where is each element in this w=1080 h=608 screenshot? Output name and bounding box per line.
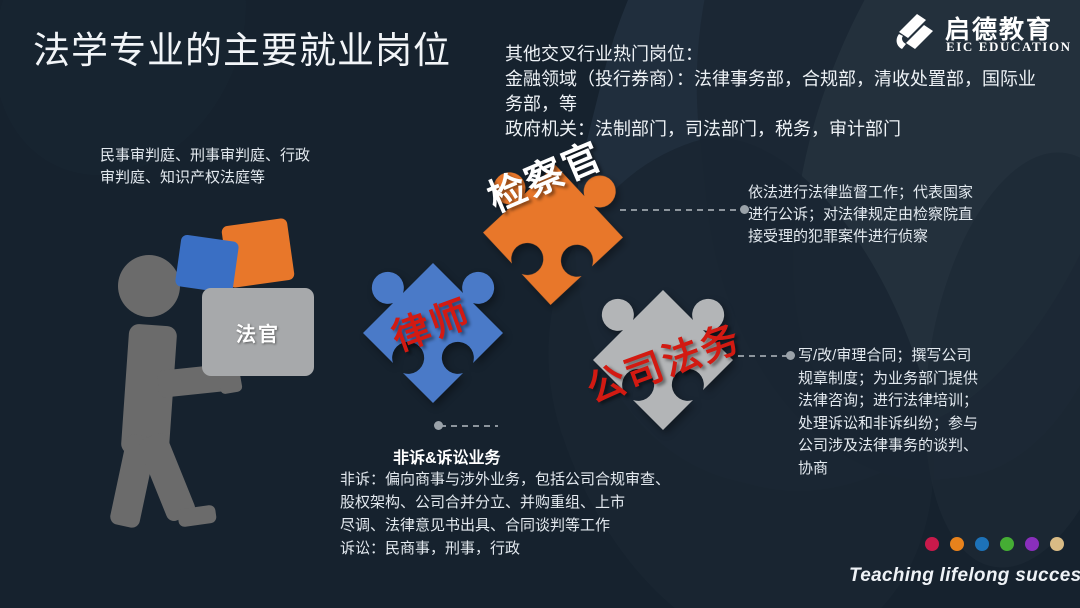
brand-logo: 启德教育 EIC EDUCATION bbox=[893, 10, 1073, 58]
footer-dot-5 bbox=[1025, 537, 1039, 551]
footer-dot-3 bbox=[975, 537, 989, 551]
connector-procurator bbox=[620, 205, 749, 214]
puzzle-shape-icon bbox=[363, 263, 503, 403]
litigation-heading: 非诉&诉讼业务 bbox=[393, 450, 501, 467]
judge-card-label: 法官 bbox=[236, 323, 280, 346]
person-head bbox=[118, 255, 180, 317]
page-title: 法学专业的主要就业岗位 bbox=[33, 30, 451, 71]
cross-industry-jobs-text: 其他交叉行业热门岗位： 金融领域（投行券商）：法律事务部，合规部，清收处置部，国… bbox=[505, 44, 1036, 139]
litigation-body-text: 非诉：偏向商事与涉外业务，包括公司合规审查、 股权架构、公司合并分立、并购重组、… bbox=[340, 471, 671, 557]
person-foot bbox=[176, 504, 218, 528]
connector-endpoint-dot bbox=[434, 421, 443, 430]
corporate-counsel-duties-text: 写/改/审理合同；撰写公司规章制度；为业务部门提供法律咨询；进行法律培训；处理诉… bbox=[798, 347, 979, 477]
eic-swoosh-mark-icon bbox=[896, 14, 933, 49]
footer-dot-1 bbox=[925, 537, 939, 551]
connector-endpoint-dot bbox=[786, 351, 795, 360]
connector-lawyer bbox=[434, 421, 498, 430]
footer-dot-6 bbox=[1050, 537, 1064, 551]
puzzle-piece-procurator bbox=[475, 157, 630, 312]
footer-dot-4 bbox=[1000, 537, 1014, 551]
logo-chinese-name: 启德教育 bbox=[945, 16, 1054, 44]
puzzle-shape-icon bbox=[483, 165, 623, 305]
judge-card: 法官 bbox=[202, 288, 314, 376]
court-divisions-text: 民事审判庭、刑事审判庭、行政审判庭、知识产权法庭等 bbox=[100, 147, 311, 186]
puzzle-piece-lawyer bbox=[358, 258, 508, 408]
logo-english-name: EIC EDUCATION bbox=[946, 39, 1072, 54]
brand-tagline: Teaching lifelong success bbox=[849, 565, 1080, 586]
person-illustration bbox=[100, 255, 270, 530]
puzzle-piece-corporate-counsel bbox=[588, 285, 738, 435]
blue-square-accent bbox=[174, 234, 240, 294]
footer-dot-2 bbox=[950, 537, 964, 551]
connector-corporate bbox=[738, 351, 795, 360]
puzzle-shape-icon bbox=[593, 290, 733, 430]
procurator-duties-text: 依法进行法律监督工作；代表国家进行公诉；对法律规定由检察院直接受理的犯罪案件进行… bbox=[748, 184, 974, 245]
footer-dot-row bbox=[925, 537, 1075, 556]
connector-endpoint-dot bbox=[740, 205, 749, 214]
